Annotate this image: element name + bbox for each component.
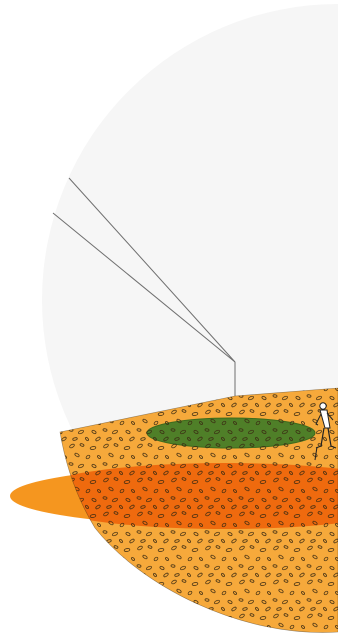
ground-section-diagram: [0, 0, 338, 639]
diagram-canvas: [0, 0, 338, 639]
